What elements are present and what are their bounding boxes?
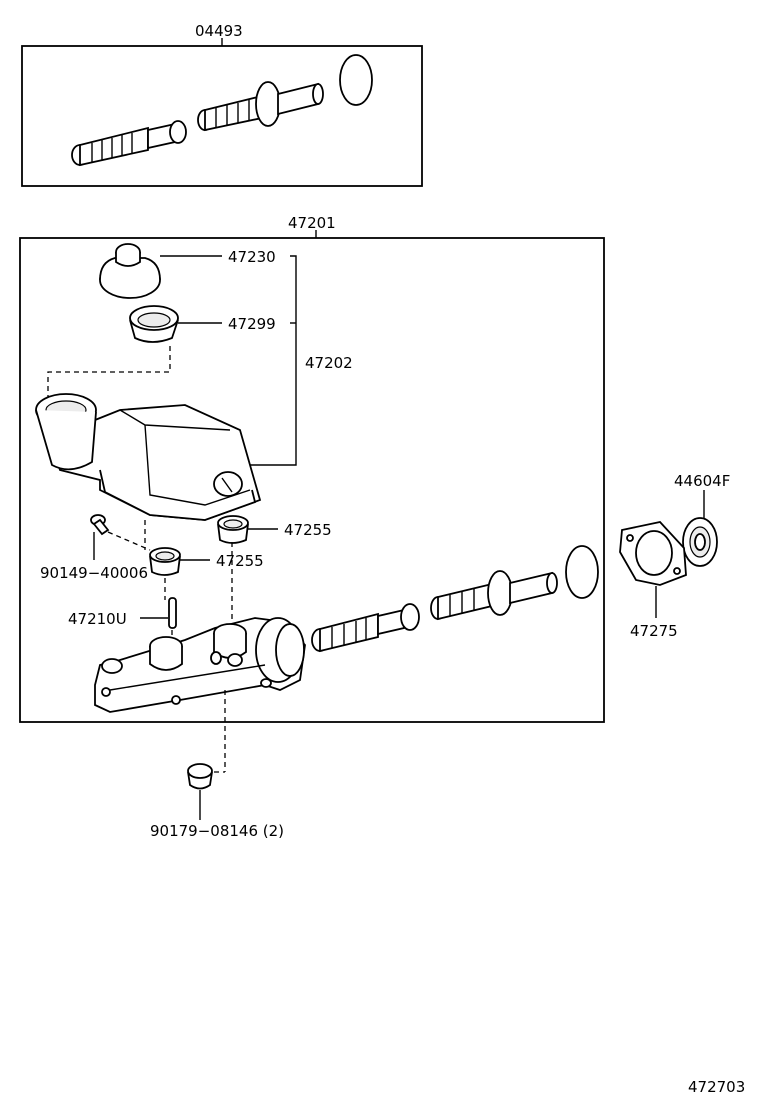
reservoir-bracket — [250, 255, 297, 466]
plug-part[interactable] — [187, 763, 213, 790]
strainer-part[interactable] — [129, 305, 179, 343]
master-cylinder-body-part[interactable] — [94, 617, 306, 713]
seal-part[interactable] — [682, 517, 718, 567]
label-04493[interactable]: 04493 — [195, 22, 243, 40]
reservoir-tank-part[interactable] — [35, 393, 262, 521]
o-ring-assembled-part[interactable] — [565, 545, 599, 599]
gasket-part[interactable] — [619, 521, 687, 586]
label-47202[interactable]: 47202 — [305, 354, 353, 372]
label-47201[interactable]: 47201 — [288, 214, 336, 232]
secondary-piston-part[interactable] — [71, 120, 187, 167]
primary-piston-assembled-part[interactable] — [430, 570, 558, 621]
label-90179-08146[interactable]: 90179−08146 (2) — [150, 822, 284, 840]
kit-04493-group: 04493 — [21, 22, 423, 187]
assembly-47201-group: 47201 — [19, 214, 605, 723]
label-47255-lower[interactable]: 47255 — [216, 552, 264, 570]
grommet-upper-part[interactable] — [217, 515, 249, 544]
grommet-lower-part[interactable] — [149, 547, 181, 576]
figure-number: 472703 — [688, 1078, 745, 1096]
bolt-part[interactable] — [90, 514, 110, 536]
label-47299[interactable]: 47299 — [228, 315, 276, 333]
secondary-piston-assembled-part[interactable] — [311, 603, 420, 653]
o-ring-part[interactable] — [339, 54, 373, 106]
label-47255-upper[interactable]: 47255 — [284, 521, 332, 539]
pin-part[interactable] — [168, 597, 177, 629]
label-47230[interactable]: 47230 — [228, 248, 276, 266]
label-47210U[interactable]: 47210U — [68, 610, 127, 628]
label-90149-40006[interactable]: 90149−40006 — [40, 564, 148, 582]
reservoir-cap-part[interactable] — [99, 243, 161, 299]
assembly-47201-frame — [19, 237, 605, 723]
kit-04493-frame — [21, 45, 423, 187]
label-44604F[interactable]: 44604F — [674, 472, 730, 490]
label-47275[interactable]: 47275 — [630, 622, 678, 640]
primary-piston-part[interactable] — [197, 81, 324, 132]
